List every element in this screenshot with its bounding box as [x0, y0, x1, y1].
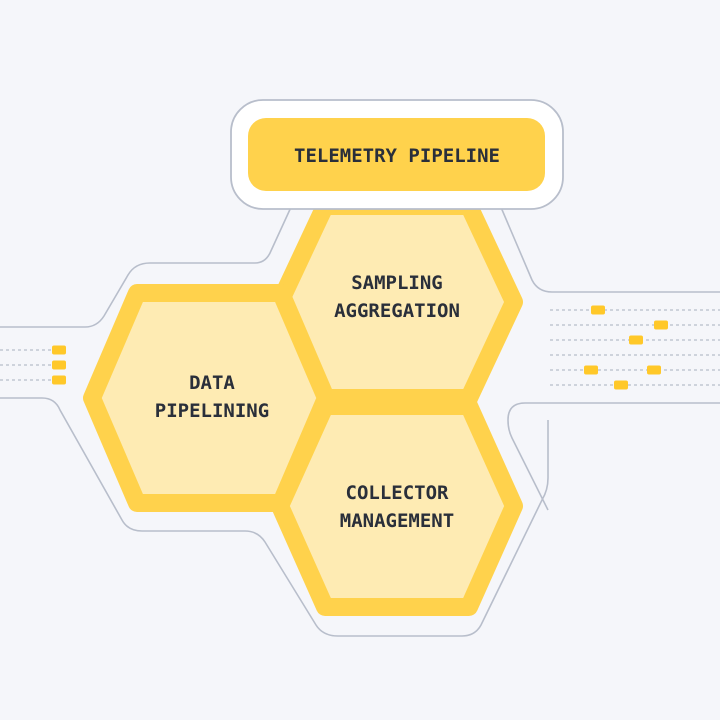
title-text: TELEMETRY PIPELINE [294, 145, 500, 167]
data-packet [584, 365, 598, 375]
connector-lines [0, 204, 720, 637]
data-packet [52, 345, 66, 355]
collector-label-line1: COLLECTOR [346, 482, 450, 504]
data-lanes-left [0, 345, 66, 385]
connector-left-upper [0, 204, 293, 328]
data-packet [629, 335, 643, 345]
sampling-label-line1: SAMPLING [351, 272, 443, 294]
connector-right-upper [499, 204, 720, 293]
collector-label-line2: MANAGEMENT [340, 510, 454, 532]
data-lanes-right [550, 305, 720, 390]
data-packet [52, 360, 66, 370]
data-label-line1: DATA [189, 372, 235, 394]
data-label-line2: PIPELINING [155, 400, 269, 422]
title-badge [248, 118, 545, 191]
data-packet [654, 320, 668, 330]
data-packet [591, 305, 605, 315]
data-packet [614, 380, 628, 390]
sampling-label-line2: AGGREGATION [334, 300, 460, 322]
connector-right-lower [507, 402, 720, 511]
connector-left-lower [0, 397, 549, 637]
hexagon-collector-management [271, 397, 523, 616]
data-packet [52, 375, 66, 385]
data-packet [647, 365, 661, 375]
